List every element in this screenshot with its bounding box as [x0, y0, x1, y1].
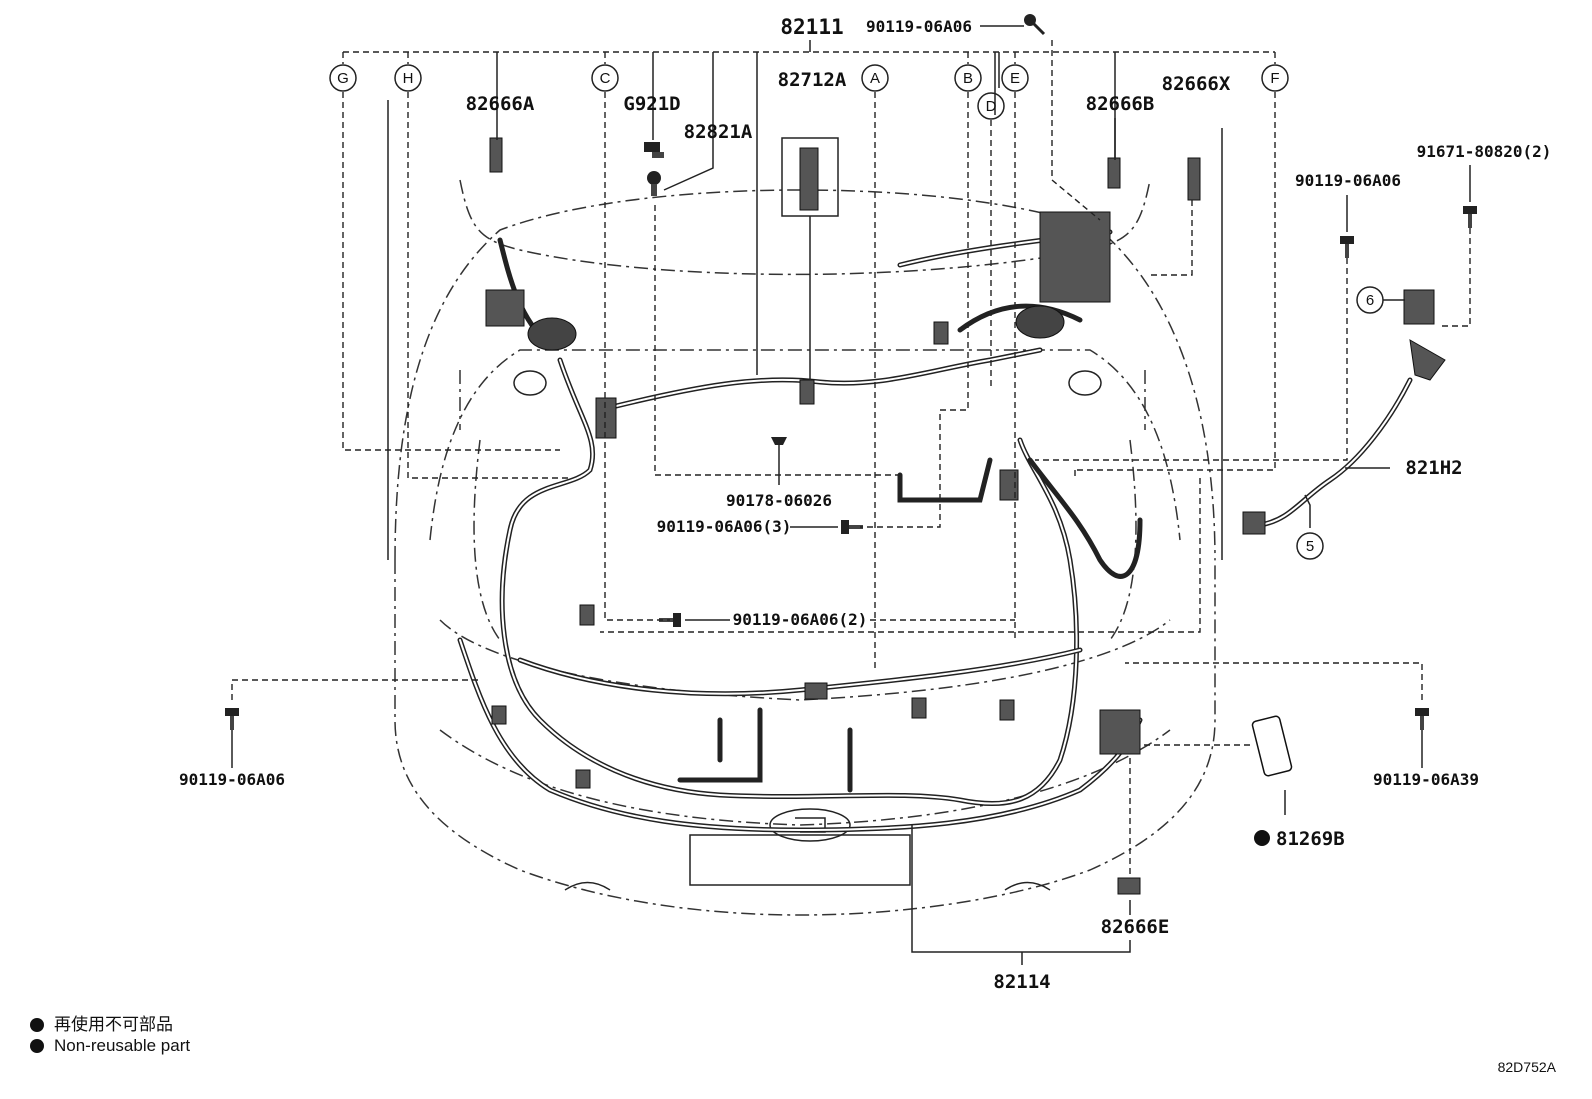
label-90119-2: 90119-06A06(2)	[733, 610, 868, 629]
svg-text:E: E	[1010, 70, 1020, 87]
vehicle-body-outline	[387, 100, 1223, 916]
svg-text:C: C	[600, 70, 611, 87]
label-90119-top: 90119-06A06	[866, 17, 972, 36]
label-G921D: G921D	[623, 93, 680, 115]
bolt-icons	[225, 14, 1477, 730]
callout-e: E	[1001, 64, 1029, 92]
bolt-icon	[225, 708, 239, 730]
clip-icon	[644, 142, 664, 158]
connectors	[485, 137, 1446, 895]
callout-a: A	[861, 64, 889, 92]
non-reusable-dot	[1254, 830, 1270, 846]
callout-d: D	[977, 92, 1005, 120]
diagram-code: 82D752A	[1497, 1059, 1556, 1075]
label-90119-3: 90119-06A06(3)	[657, 517, 792, 536]
label-82111: 82111	[780, 15, 843, 39]
callout-c: C	[591, 64, 619, 92]
bolt-icon	[1463, 206, 1477, 228]
label-82666A: 82666A	[466, 93, 535, 115]
clip-icon	[647, 171, 661, 196]
label-82666B: 82666B	[1086, 93, 1155, 115]
callout-g: G	[329, 64, 357, 92]
legend-en-text: Non-reusable part	[54, 1036, 191, 1055]
svg-text:6: 6	[1366, 292, 1374, 309]
label-90119-right: 90119-06A06	[1295, 171, 1401, 190]
non-reusable-dot-icon	[30, 1018, 44, 1032]
callout-6: 6	[1356, 286, 1384, 314]
svg-text:A: A	[870, 70, 880, 87]
callout-b: B	[954, 64, 982, 92]
label-82666E: 82666E	[1101, 916, 1170, 938]
label-82666X: 82666X	[1162, 73, 1231, 95]
circled-callouts: G H C A B D E F 6 5	[329, 64, 1384, 560]
bolt-icon	[1024, 14, 1046, 36]
non-reusable-dot-icon	[30, 1039, 44, 1053]
label-821H2: 821H2	[1405, 457, 1462, 479]
bolt-icon	[1415, 708, 1429, 730]
callout-f: F	[1261, 64, 1289, 92]
bolt-icon	[841, 520, 863, 534]
svg-text:F: F	[1270, 70, 1279, 87]
wire-harness	[457, 229, 1413, 833]
svg-text:D: D	[986, 98, 997, 115]
label-90178: 90178-06026	[726, 491, 832, 510]
callout-h: H	[394, 64, 422, 92]
legend-jp-text: 再使用不可部品	[54, 1015, 173, 1034]
label-81269B: 81269B	[1276, 828, 1345, 850]
label-82821A: 82821A	[684, 121, 753, 143]
clip-icon	[771, 437, 787, 445]
svg-text:G: G	[337, 70, 349, 87]
leader-lines	[231, 25, 1471, 965]
label-82712A: 82712A	[778, 69, 847, 91]
svg-text:5: 5	[1306, 538, 1314, 555]
bolt-icon	[1340, 236, 1354, 258]
bolt-icon	[659, 613, 681, 627]
svg-text:B: B	[963, 70, 973, 87]
legend-en: Non-reusable part	[30, 1036, 190, 1056]
label-91671: 91671-80820(2)	[1417, 142, 1552, 161]
label-90119-left: 90119-06A06	[179, 770, 285, 789]
label-82114: 82114	[993, 971, 1050, 993]
svg-text:H: H	[403, 70, 414, 87]
label-90119-A39: 90119-06A39	[1373, 770, 1479, 789]
legend-jp: 再使用不可部品	[30, 1010, 173, 1035]
part-labels: 82111 90119-06A06 82712A 82666A G921D 82…	[179, 15, 1551, 993]
callout-5: 5	[1296, 532, 1324, 560]
